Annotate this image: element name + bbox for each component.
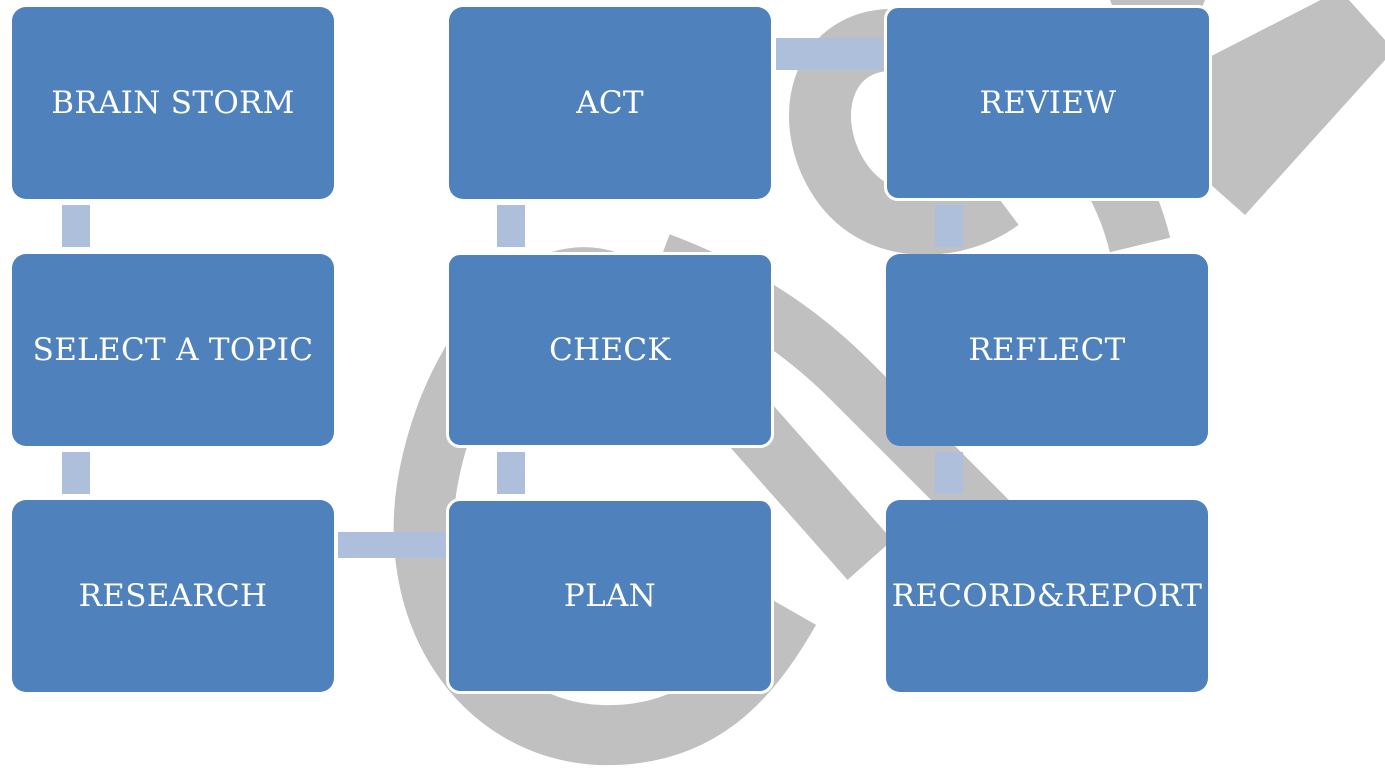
node-label: ACT bbox=[576, 85, 644, 121]
connector-check-act bbox=[497, 205, 525, 247]
node-check: CHECK bbox=[446, 252, 774, 448]
node-act: ACT bbox=[449, 7, 771, 199]
node-review: REVIEW bbox=[884, 5, 1212, 201]
node-research: RESEARCH bbox=[12, 500, 334, 692]
node-label: RECORD&REPORT bbox=[891, 578, 1203, 614]
connector-plan-check bbox=[497, 452, 525, 494]
node-label: REFLECT bbox=[968, 332, 1126, 368]
watermark-checkmark bbox=[1090, 0, 1385, 215]
node-brain-storm: BRAIN STORM bbox=[12, 7, 334, 199]
node-record-report: RECORD&REPORT bbox=[886, 500, 1208, 692]
node-label: PLAN bbox=[563, 578, 657, 614]
connector-act-review bbox=[776, 38, 882, 70]
node-plan: PLAN bbox=[446, 498, 774, 694]
node-label: REVIEW bbox=[979, 85, 1117, 121]
connector-reflect-record bbox=[935, 452, 963, 494]
node-label: RESEARCH bbox=[78, 578, 268, 614]
node-label: BRAIN STORM bbox=[51, 85, 295, 121]
node-label: CHECK bbox=[549, 332, 671, 368]
connector-brainstorm-select bbox=[62, 205, 90, 247]
node-select-a-topic: SELECT A TOPIC bbox=[12, 254, 334, 446]
connector-select-research bbox=[62, 452, 90, 494]
node-label: SELECT A TOPIC bbox=[32, 332, 314, 368]
connector-review-reflect bbox=[935, 205, 963, 247]
connector-research-plan bbox=[338, 532, 446, 558]
node-reflect: REFLECT bbox=[886, 254, 1208, 446]
